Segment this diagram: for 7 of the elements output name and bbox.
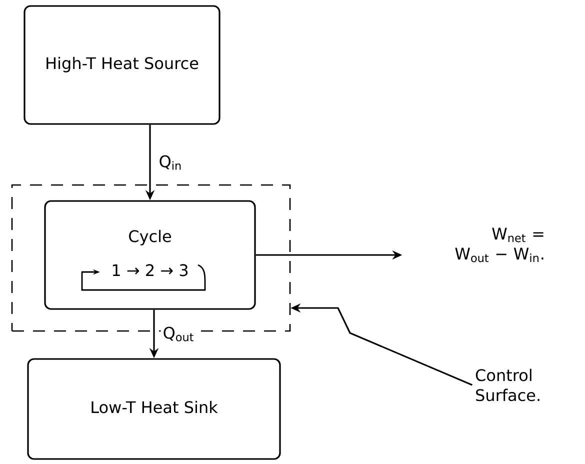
process-box: High-T Heat Source	[24, 5, 220, 125]
note-text: Control Surface.	[476, 368, 540, 402]
process-box: Cycle 1 → 2 → 3	[44, 200, 256, 310]
edge-label: Q$_{in}$	[156, 153, 184, 172]
process-box: Low-T Heat Sink	[27, 358, 281, 460]
edge-label: Q$_{out}$	[160, 324, 196, 344]
note-text: W$_{net}$ = W$_{out}$ − W$_{in}$.	[455, 228, 544, 262]
